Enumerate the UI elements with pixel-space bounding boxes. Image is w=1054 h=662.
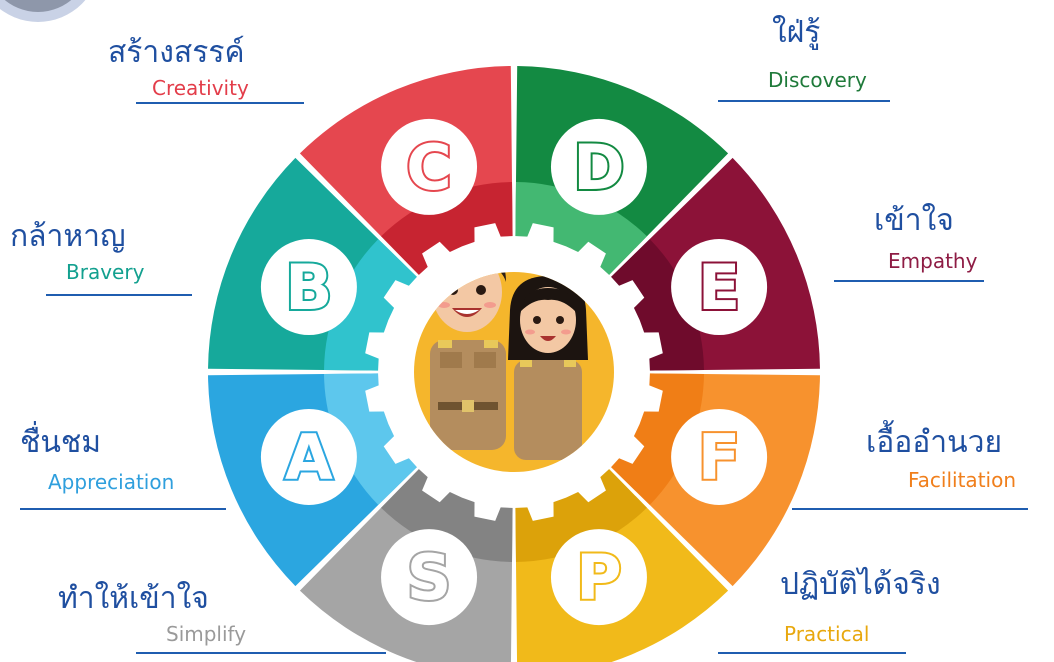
label-underline-c xyxy=(136,102,304,104)
letter-badge-a: A xyxy=(260,408,357,505)
letter-e: E xyxy=(698,251,740,324)
female-teacher xyxy=(508,276,588,460)
segment-inner-p xyxy=(515,464,647,562)
english-label-p: Practical xyxy=(784,622,870,646)
thai-label-e: เข้าใจ xyxy=(874,203,954,238)
english-label-e: Empathy xyxy=(888,249,978,273)
letter-s: S xyxy=(407,541,452,614)
letter-circle xyxy=(671,408,768,505)
thai-label-p: ปฏิบัติได้จริง xyxy=(780,567,941,602)
letter-circle xyxy=(550,529,647,626)
label-underline-p xyxy=(718,652,906,654)
label-underline-s xyxy=(136,652,386,654)
letter-f: F xyxy=(698,421,740,494)
english-label-c: Creativity xyxy=(152,76,249,100)
letter-circle xyxy=(550,118,647,215)
letter-badge-b: B xyxy=(260,239,357,336)
segment-inner-e xyxy=(606,239,704,371)
letter-badge-e: E xyxy=(671,239,768,336)
thai-label-c: สร้างสรรค์ xyxy=(108,35,245,70)
letter-a: A xyxy=(285,421,333,494)
letter-p: P xyxy=(576,541,621,614)
letter-circle xyxy=(260,239,357,336)
thai-label-f: เอื้ออำนวย xyxy=(866,425,1003,460)
label-underline-d xyxy=(718,100,890,102)
label-underline-e xyxy=(834,280,984,282)
english-label-b: Bravery xyxy=(66,260,145,284)
letter-b: B xyxy=(285,251,332,324)
letter-circle xyxy=(381,118,478,215)
label-underline-f xyxy=(792,508,1028,510)
teachers-illustration xyxy=(428,272,588,460)
letter-badge-p: P xyxy=(550,529,647,626)
letter-circle xyxy=(381,529,478,626)
male-teacher xyxy=(428,272,506,450)
english-label-a: Appreciation xyxy=(48,470,175,494)
label-underline-a xyxy=(20,508,226,510)
segment-inner-a xyxy=(324,373,422,505)
english-label-f: Facilitation xyxy=(908,468,1016,492)
english-label-d: Discovery xyxy=(768,68,867,92)
letter-circle xyxy=(260,408,357,505)
english-label-s: Simplify xyxy=(166,622,247,646)
thai-label-b: กล้าหาญ xyxy=(10,219,126,254)
segment-inner-c xyxy=(381,182,513,280)
center-illustration xyxy=(414,272,614,472)
segment-inner-s xyxy=(381,464,513,562)
letter-circle xyxy=(671,239,768,336)
corner-decoration xyxy=(0,0,86,22)
segment-inner-b xyxy=(324,239,422,371)
segment-inner-f xyxy=(606,373,704,505)
segment-inner-d xyxy=(515,182,647,280)
letter-badge-d: D xyxy=(550,118,647,215)
letter-badge-c: C xyxy=(381,118,478,215)
label-underline-b xyxy=(46,294,192,296)
letter-badge-f: F xyxy=(671,408,768,505)
letter-c: C xyxy=(406,131,452,204)
thai-label-d: ใฝ่รู้ xyxy=(772,15,821,50)
thai-label-a: ชื่นชม xyxy=(20,425,102,460)
thai-label-s: ทำให้เข้าใจ xyxy=(58,581,209,616)
letter-d: D xyxy=(573,131,624,204)
letter-badge-s: S xyxy=(381,529,478,626)
